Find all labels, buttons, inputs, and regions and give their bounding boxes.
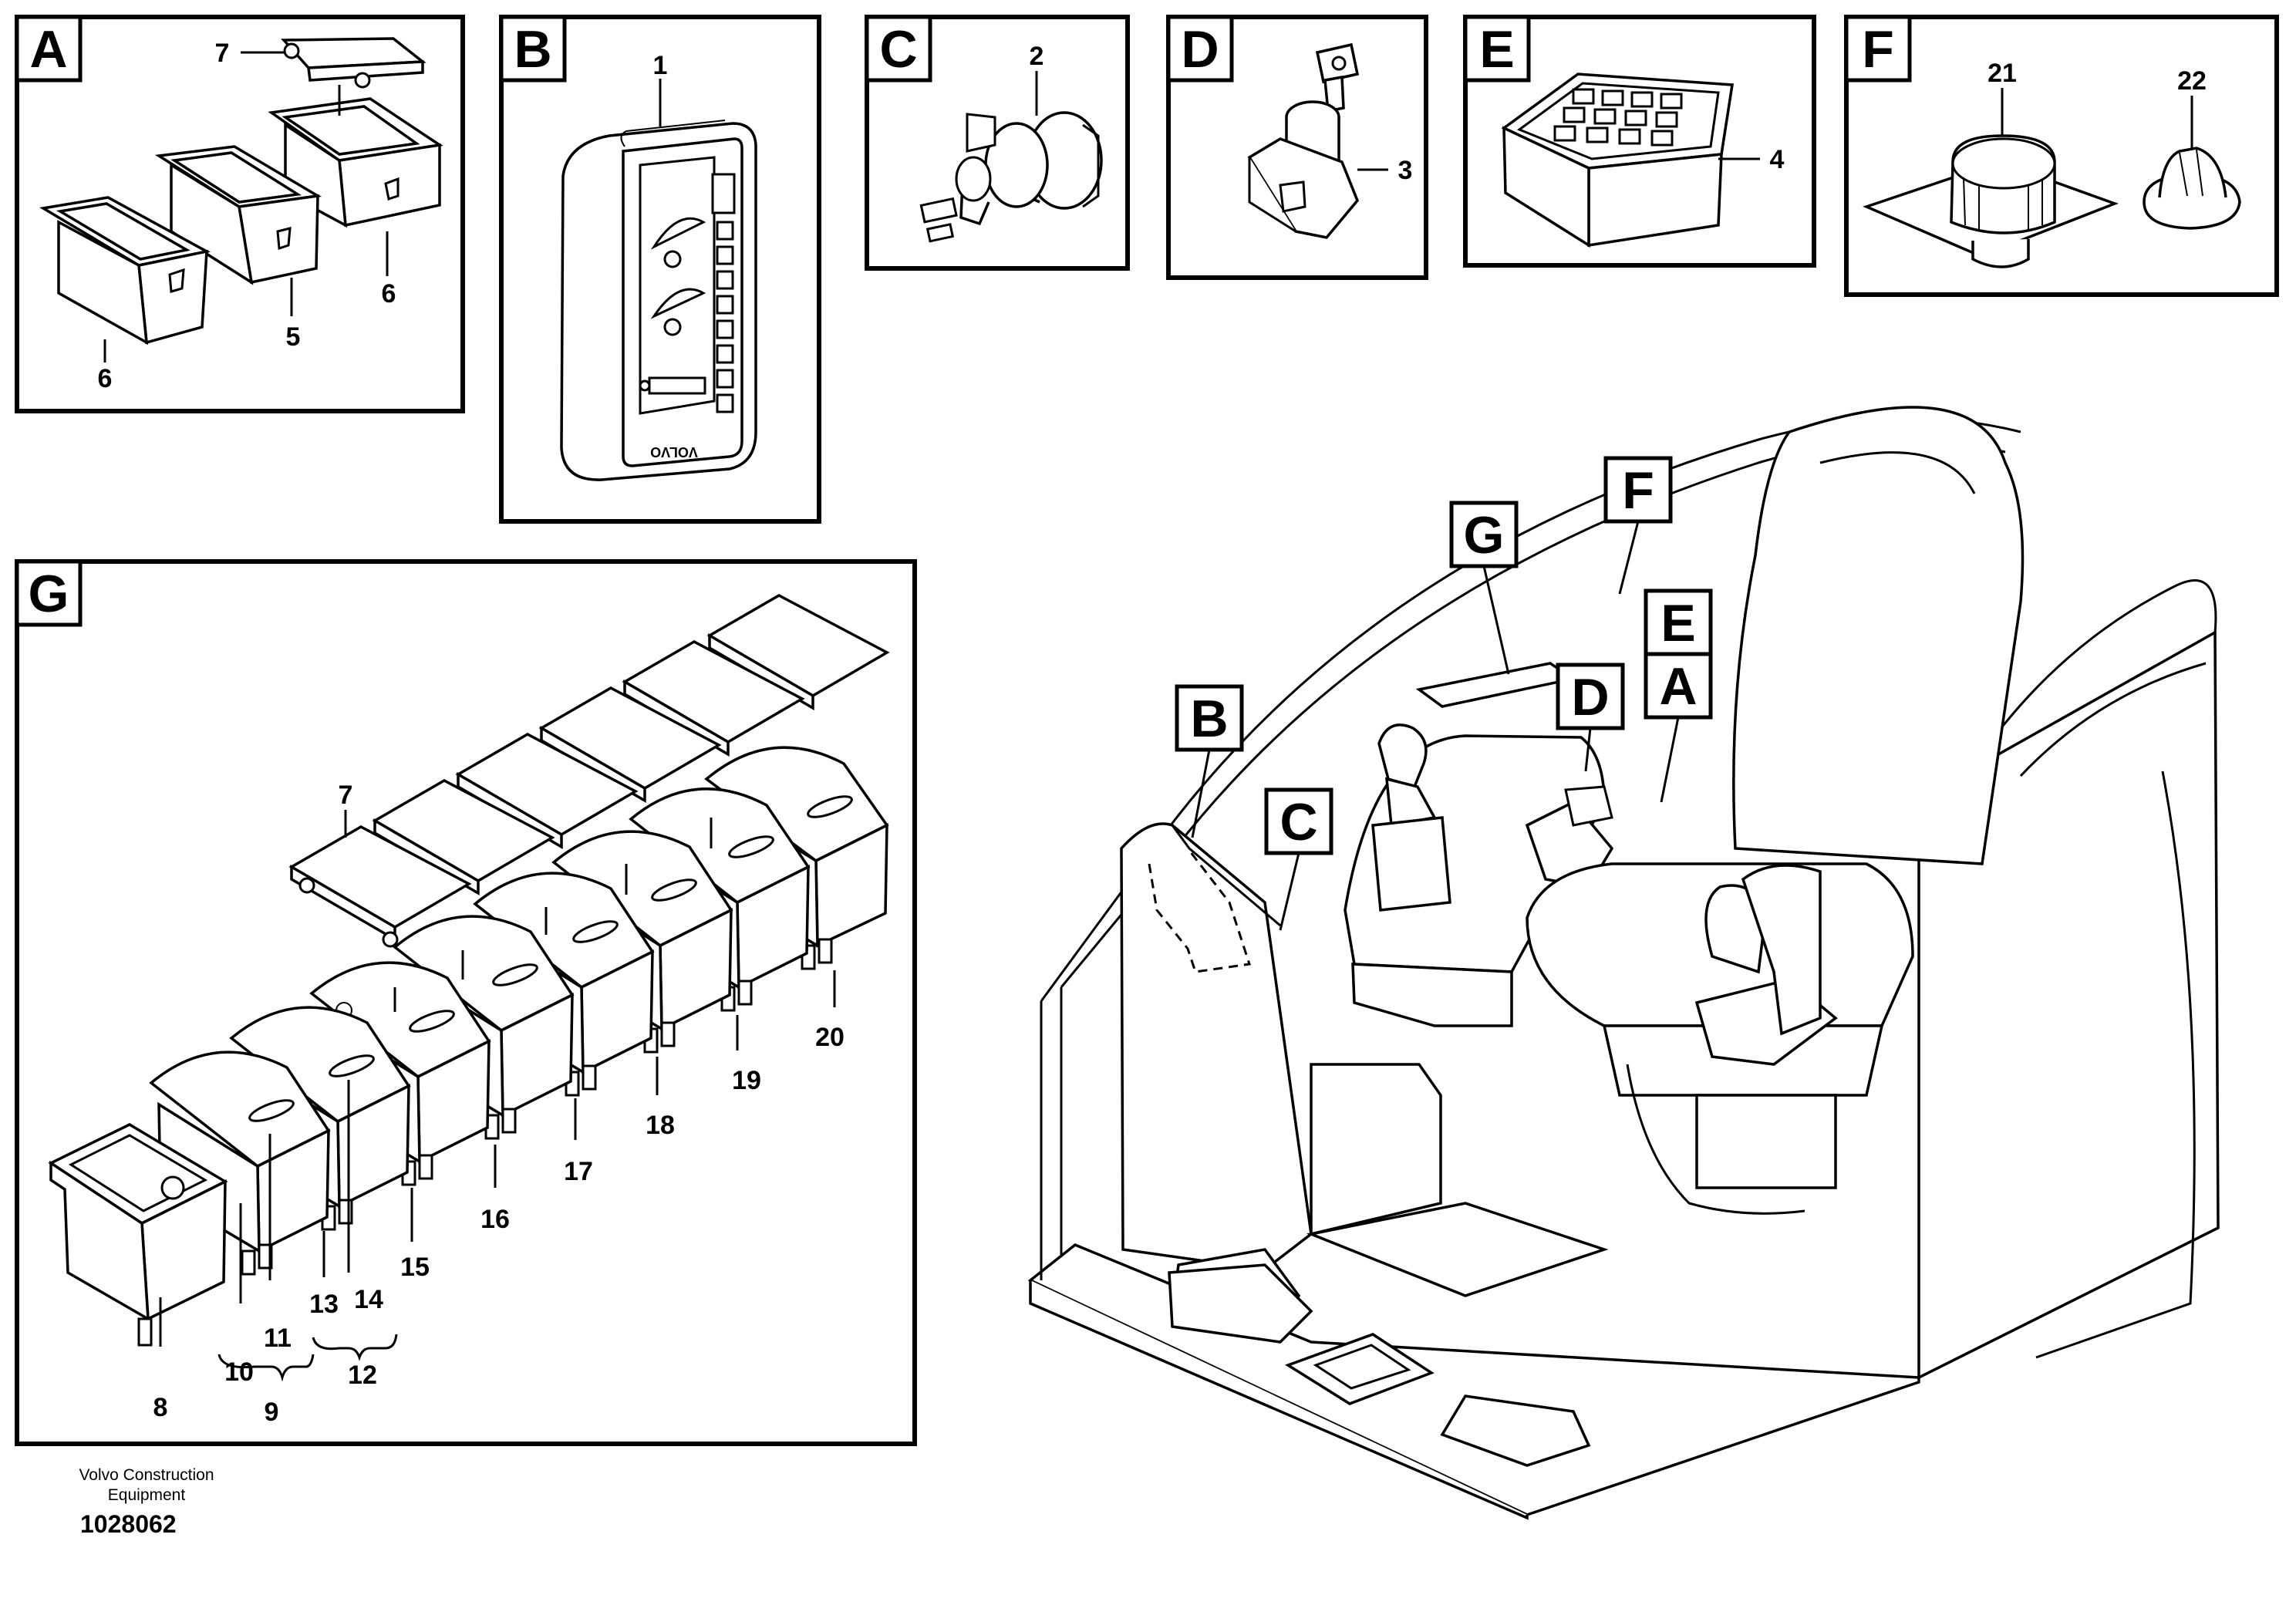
callout-f-21: 21 bbox=[1988, 59, 2017, 88]
cab-tag-f: F bbox=[1622, 461, 1654, 520]
callout-g-14: 14 bbox=[354, 1285, 383, 1314]
callout-g-17: 17 bbox=[564, 1157, 593, 1186]
callout-f-22: 22 bbox=[2177, 66, 2207, 96]
callout-a-5: 5 bbox=[286, 322, 301, 352]
callout-c-2: 2 bbox=[1030, 42, 1044, 71]
callout-g-18: 18 bbox=[646, 1111, 675, 1140]
rocker-switch-10 bbox=[149, 1050, 331, 1276]
callout-a-6-front: 6 bbox=[98, 364, 113, 393]
cab-tag-b: B bbox=[1190, 690, 1228, 748]
company-name: Volvo Construction Equipment bbox=[46, 1465, 247, 1506]
callout-g-8: 8 bbox=[153, 1393, 168, 1422]
callout-g-10: 10 bbox=[224, 1357, 254, 1387]
rotary-knob bbox=[2143, 147, 2241, 230]
callout-b-1: 1 bbox=[653, 51, 668, 80]
blank-housing-back bbox=[268, 97, 443, 228]
cab-tag-c: C bbox=[1279, 793, 1317, 851]
callout-e-4: 4 bbox=[1770, 145, 1785, 174]
panel-c: C 2 bbox=[865, 15, 1130, 271]
callout-g-13: 13 bbox=[309, 1290, 339, 1319]
panel-e: E 4 bbox=[1463, 15, 1816, 268]
document-number: 1028062 bbox=[80, 1510, 177, 1538]
callout-a-6-back: 6 bbox=[382, 279, 396, 309]
cab-overview bbox=[1027, 406, 2220, 1520]
keypad-buttons bbox=[1553, 88, 1683, 147]
rocker-switch-row bbox=[48, 594, 890, 1347]
cab-tag-g: G bbox=[1464, 506, 1505, 565]
blank-housing-front bbox=[39, 196, 211, 346]
blank-housing-middle bbox=[154, 145, 322, 285]
company-line-2: Equipment bbox=[107, 1486, 186, 1504]
keypad bbox=[1501, 73, 1735, 248]
company-line-1: Volvo Construction bbox=[79, 1466, 214, 1484]
panel-d: D 3 bbox=[1166, 15, 1428, 280]
rocker-switch-17 bbox=[473, 872, 655, 1097]
instrument-panel: VOLVO bbox=[560, 120, 757, 481]
rocker-cover-plates bbox=[288, 594, 890, 948]
cab-tag-a: A bbox=[1659, 657, 1697, 716]
panel-c-letter: C bbox=[879, 20, 917, 79]
ignition-switch bbox=[1247, 42, 1360, 239]
cab-tag-d: D bbox=[1571, 668, 1609, 727]
callout-g-15: 15 bbox=[400, 1253, 430, 1282]
panel-f-letter: F bbox=[1862, 20, 1894, 79]
panel-b-letter: B bbox=[514, 20, 551, 79]
callout-d-3: 3 bbox=[1398, 156, 1413, 185]
callout-g-20: 20 bbox=[815, 1023, 845, 1052]
panel-a-letter: A bbox=[29, 20, 67, 79]
panel-b: B VOLVO 1 bbox=[499, 15, 821, 524]
cover-plate bbox=[281, 37, 426, 89]
knob-with-plate bbox=[1863, 134, 2119, 268]
callout-a-7: 7 bbox=[215, 39, 230, 68]
panel-g-letter: G bbox=[29, 565, 69, 623]
callout-g-19: 19 bbox=[732, 1066, 761, 1095]
panel-d-letter: D bbox=[1181, 20, 1219, 79]
callout-g-7: 7 bbox=[339, 781, 353, 810]
callout-g-16: 16 bbox=[480, 1205, 510, 1234]
panel-f: F 21 22 bbox=[1844, 15, 2279, 297]
volvo-logo: VOLVO bbox=[650, 444, 698, 460]
cab-tags: B C G F E D A bbox=[1175, 456, 1713, 931]
panel-e-letter: E bbox=[1479, 20, 1514, 79]
operator-seat bbox=[1526, 406, 2025, 1215]
panel-a: A bbox=[15, 15, 465, 413]
cab-tag-e: E bbox=[1660, 594, 1695, 653]
toggle-switch bbox=[919, 111, 1103, 243]
indicator-switch-8 bbox=[48, 1123, 228, 1347]
callout-g-12: 12 bbox=[348, 1361, 377, 1390]
callout-g-9: 9 bbox=[265, 1398, 279, 1427]
panel-g: G bbox=[15, 559, 917, 1446]
callout-g-11: 11 bbox=[264, 1324, 292, 1353]
